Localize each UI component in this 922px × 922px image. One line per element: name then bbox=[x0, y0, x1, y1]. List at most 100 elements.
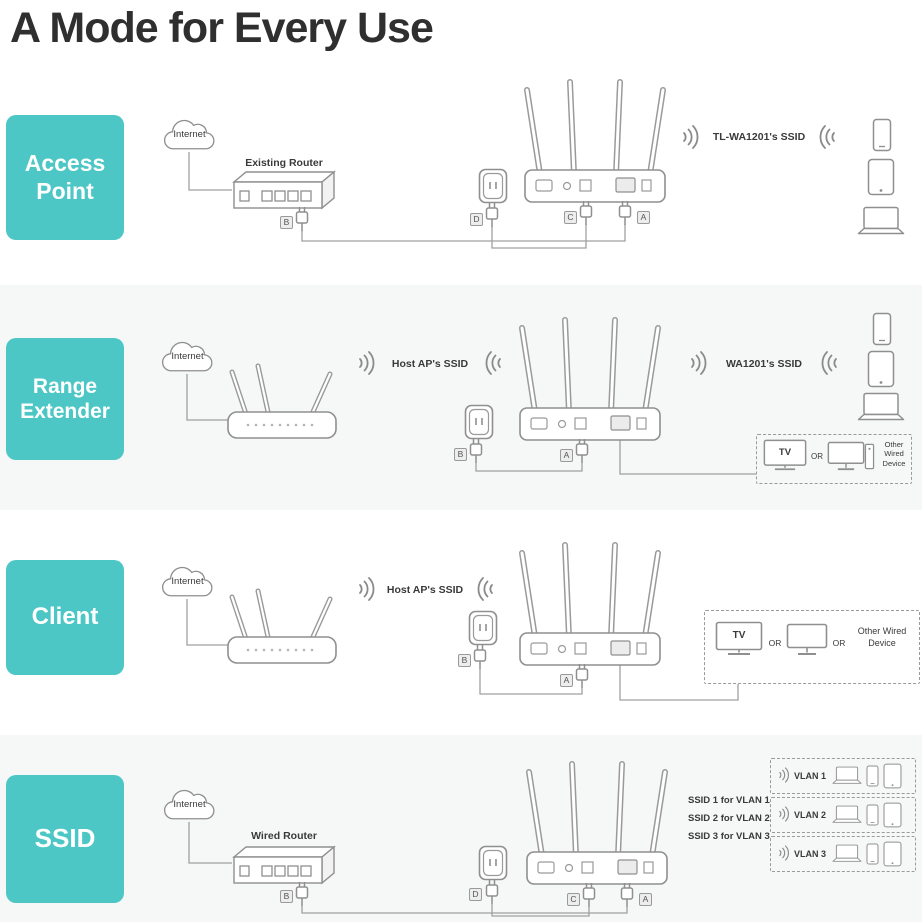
port-badge-c: C bbox=[564, 211, 577, 224]
ssid-label: TL-WA1201's SSID bbox=[712, 131, 806, 143]
monitor-icon bbox=[827, 441, 865, 472]
mode-badge-ssid: SSID bbox=[6, 775, 124, 903]
port-badge-c: C bbox=[567, 893, 580, 906]
or-label: OR bbox=[768, 638, 782, 648]
tablet-icon bbox=[867, 350, 895, 388]
power-plug-icon bbox=[294, 207, 310, 231]
tablet-icon bbox=[867, 158, 895, 196]
router-label: Wired Router bbox=[251, 830, 317, 842]
port-badge-d: D bbox=[470, 213, 483, 226]
laptop-icon bbox=[832, 805, 862, 824]
power-outlet-icon bbox=[468, 610, 498, 646]
port-badge-a: A bbox=[637, 211, 650, 224]
power-plug-icon bbox=[472, 645, 488, 669]
wifi-signal-icon bbox=[818, 122, 840, 152]
wifi-signal-icon bbox=[820, 348, 842, 378]
mode-badge-range-extender: Range Extender bbox=[6, 338, 124, 460]
port-badge-b: B bbox=[458, 654, 471, 667]
other-wired-device-label: Other Wired Device bbox=[857, 626, 907, 648]
phone-icon bbox=[866, 765, 879, 787]
ethernet-plug-icon bbox=[619, 883, 635, 907]
pc-tower-icon bbox=[864, 443, 875, 470]
tablet-icon bbox=[883, 841, 902, 867]
internet-label: Internet bbox=[171, 576, 204, 587]
other-wired-device-label: Other Wired Device bbox=[882, 440, 906, 468]
power-outlet-icon bbox=[478, 845, 508, 881]
wifi-signal-icon bbox=[678, 122, 700, 152]
port-badge-a: A bbox=[639, 893, 652, 906]
router-label: Existing Router bbox=[245, 157, 323, 169]
laptop-icon bbox=[857, 392, 905, 422]
laptop-icon bbox=[857, 206, 905, 236]
access-point-device-icon bbox=[515, 306, 665, 446]
wired-devices-box bbox=[756, 434, 912, 484]
phone-icon bbox=[872, 118, 892, 152]
power-plug-icon bbox=[294, 882, 310, 906]
laptop-icon bbox=[832, 766, 862, 785]
power-plug-icon bbox=[468, 439, 484, 463]
wireless-router-icon bbox=[226, 585, 338, 669]
port-badge-a: A bbox=[560, 674, 573, 687]
ethernet-plug-icon bbox=[617, 201, 633, 225]
phone-icon bbox=[866, 804, 879, 826]
tv-label: TV bbox=[732, 630, 746, 641]
port-badge-a: A bbox=[560, 449, 573, 462]
access-point-device-icon bbox=[515, 531, 665, 671]
wireless-router-icon bbox=[226, 360, 338, 444]
wifi-signal-icon bbox=[776, 804, 790, 824]
vlan-label: VLAN 2 bbox=[794, 810, 827, 820]
power-plug-icon bbox=[574, 664, 590, 688]
power-plug-icon bbox=[578, 201, 594, 225]
port-badge-b: B bbox=[280, 890, 293, 903]
access-point-device-icon bbox=[520, 68, 670, 208]
wifi-signal-icon bbox=[686, 348, 708, 378]
port-badge-b: B bbox=[454, 448, 467, 461]
ssid-rule-label: SSID 3 for VLAN 3 bbox=[688, 831, 770, 842]
or-label: OR bbox=[811, 452, 823, 461]
wired-router-icon bbox=[232, 170, 336, 210]
ssid-rule-label: SSID 1 for VLAN 1 bbox=[688, 795, 770, 806]
wifi-signal-icon bbox=[476, 574, 498, 604]
vlan-label: VLAN 3 bbox=[794, 849, 827, 859]
power-plug-icon bbox=[581, 883, 597, 907]
wifi-signal-icon bbox=[776, 843, 790, 863]
power-outlet-icon bbox=[478, 168, 508, 204]
wifi-signal-icon bbox=[354, 348, 376, 378]
vlan-label: VLAN 1 bbox=[794, 771, 827, 781]
ssid-rule-label: SSID 2 for VLAN 2 bbox=[688, 813, 770, 824]
host-ssid-label: Host AP's SSID bbox=[386, 584, 464, 596]
laptop-icon bbox=[832, 844, 862, 863]
vlan-row bbox=[770, 836, 916, 872]
tv-label: TV bbox=[778, 447, 792, 458]
power-outlet-icon bbox=[464, 404, 494, 440]
tablet-icon bbox=[883, 802, 902, 828]
mode-badge-access-point: Access Point bbox=[6, 115, 124, 240]
internet-label: Internet bbox=[171, 351, 204, 362]
page-title: A Mode for Every Use bbox=[10, 4, 434, 52]
internet-label: Internet bbox=[173, 799, 206, 810]
power-plug-icon bbox=[574, 439, 590, 463]
band-ssid bbox=[0, 735, 922, 922]
internet-label: Internet bbox=[173, 129, 206, 140]
tablet-icon bbox=[883, 763, 902, 789]
power-plug-icon bbox=[484, 203, 500, 227]
wifi-signal-icon bbox=[354, 574, 376, 604]
port-badge-b: B bbox=[280, 216, 293, 229]
vlan-row bbox=[770, 797, 916, 833]
band-range-extender bbox=[0, 285, 922, 510]
power-plug-icon bbox=[484, 880, 500, 904]
access-point-device-icon bbox=[522, 750, 672, 890]
phone-icon bbox=[866, 843, 879, 865]
monitor-icon bbox=[786, 623, 828, 657]
wifi-signal-icon bbox=[776, 765, 790, 785]
or-label: OR bbox=[832, 638, 846, 648]
port-badge-d: D bbox=[469, 888, 482, 901]
wifi-signal-icon bbox=[484, 348, 506, 378]
mode-badge-client: Client bbox=[6, 560, 124, 675]
wired-router-icon bbox=[232, 845, 336, 885]
ssid-label: WA1201's SSID bbox=[725, 358, 803, 370]
phone-icon bbox=[872, 312, 892, 346]
host-ssid-label: Host AP's SSID bbox=[391, 358, 469, 370]
